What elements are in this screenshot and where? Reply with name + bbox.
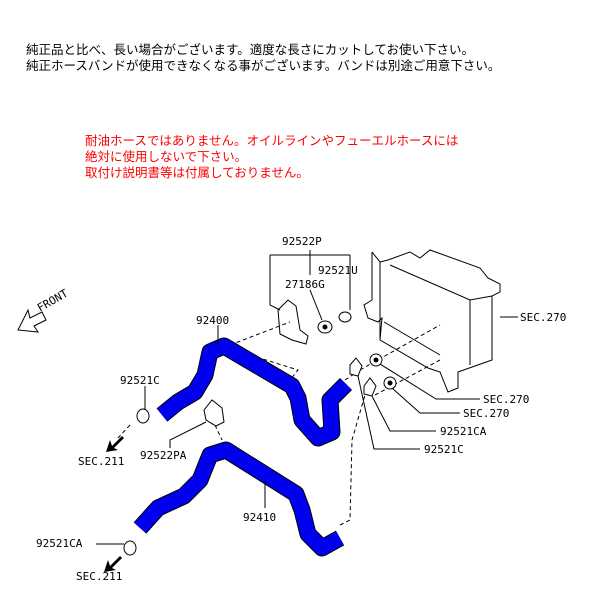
label-sec270-a: SEC.270 — [483, 393, 529, 406]
front-arrow-icon — [17, 308, 47, 333]
label-sec270-b: SEC.270 — [463, 407, 509, 420]
label-92521CA-right: 92521CA — [440, 425, 487, 438]
label-92521CA-left: 92521CA — [36, 537, 83, 550]
clamp-92522PA — [203, 399, 225, 427]
notice-line-1: 純正品と比べ、長い場合がございます。適度な長さにカットしてお使い下さい。 — [26, 42, 475, 57]
arrow-sec211-bottom-icon — [104, 556, 122, 572]
clamp-92521CA-left — [123, 540, 137, 556]
label-92521U: 92521U — [318, 264, 358, 277]
collar-92521U — [338, 311, 352, 323]
clamp-92521C-left — [136, 408, 150, 424]
label-sec270-top: SEC.270 — [520, 311, 566, 324]
notice-line-2: 純正ホースバンドが使用できなくなる事がございます。バンドは別途ご用意下さい。 — [26, 58, 501, 73]
reservoir-tank — [363, 249, 518, 393]
label-92522PA: 92522PA — [140, 449, 187, 462]
hose-92410 — [133, 441, 345, 557]
hose-92400 — [156, 337, 353, 447]
clamp-92521C-right — [349, 357, 363, 377]
label-92521C-right: 92521C — [424, 443, 464, 456]
clamp-92521CA-right — [363, 377, 377, 397]
label-sec211-bottom: SEC.211 — [76, 570, 122, 583]
bracket-92522P — [277, 299, 352, 345]
front-label: FRONT — [35, 287, 71, 315]
label-92410: 92410 — [243, 511, 276, 524]
warning-line-1: 耐油ホースではありません。オイルラインやフューエルホースには — [85, 133, 459, 148]
warning-red: 耐油ホースではありません。オイルラインやフューエルホースには 絶対に使用しないで… — [85, 133, 458, 181]
label-92522P: 92522P — [282, 235, 322, 248]
label-92400: 92400 — [196, 314, 229, 327]
label-27186G: 27186G — [285, 278, 325, 291]
notice-black: 純正品と比べ、長い場合がございます。適度な長さにカットしてお使い下さい。 純正ホ… — [26, 42, 500, 74]
warning-line-2: 絶対に使用しないで下さい。 — [85, 149, 248, 164]
label-sec211-top: SEC.211 — [78, 455, 124, 468]
arrow-sec211-top-icon — [106, 436, 124, 452]
warning-line-3: 取付け説明書等は付属しておりません。 — [85, 165, 309, 180]
label-92521C-left: 92521C — [120, 374, 160, 387]
